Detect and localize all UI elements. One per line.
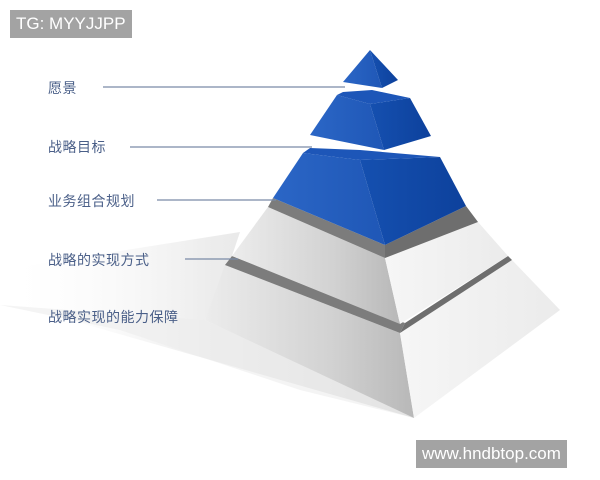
- level-label-vision: 愿景: [48, 81, 77, 97]
- watermark-bottom-right: www.hndbtop.com: [416, 440, 567, 468]
- pyramid-level-3: [273, 148, 466, 245]
- pyramid-level-4: [232, 198, 508, 324]
- level-label-business-portfolio: 业务组合规划: [48, 194, 135, 210]
- level-label-capability-support: 战略实现的能力保障: [48, 310, 179, 326]
- pyramid-level-1: [343, 50, 398, 88]
- pyramid-level-5: [205, 256, 560, 418]
- pyramid-level-2: [310, 90, 431, 150]
- level-label-implementation-approach: 战略的实现方式: [48, 253, 150, 269]
- floor-shadow-lower: [0, 305, 414, 418]
- level-label-strategic-goals: 战略目标: [48, 140, 106, 156]
- watermark-top-left: TG: MYYJJPP: [10, 10, 132, 38]
